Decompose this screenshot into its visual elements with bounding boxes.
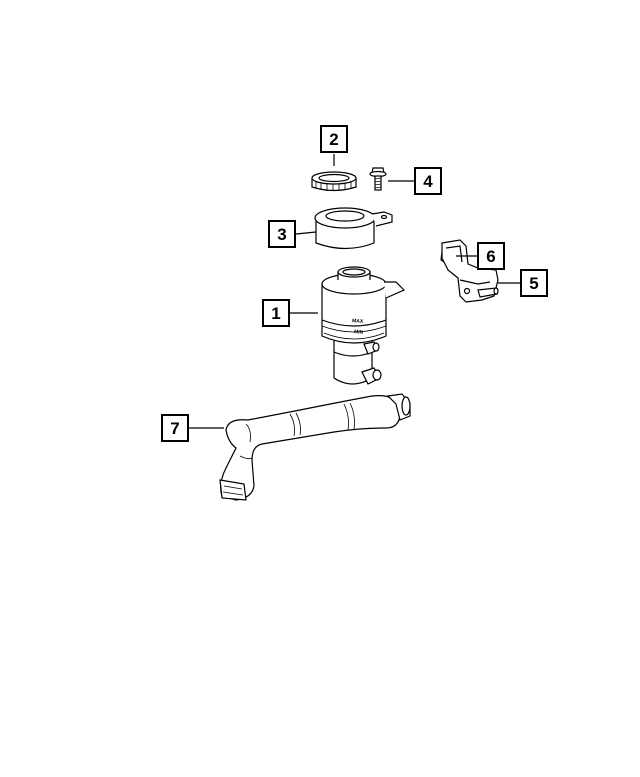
callout-2: 2 — [320, 125, 348, 153]
svg-text:2: 2 — [329, 130, 338, 149]
fluid-reservoir — [321, 266, 406, 385]
callout-6: 6 — [477, 242, 505, 270]
svg-text:6: 6 — [486, 247, 495, 266]
callout-1: 1 — [262, 299, 290, 327]
svg-text:3: 3 — [277, 225, 286, 244]
svg-text:7: 7 — [170, 419, 179, 438]
bolt — [369, 167, 387, 191]
reservoir-cap — [311, 171, 357, 192]
min-level-mark: MIN — [354, 329, 364, 336]
leader-lines — [188, 154, 520, 429]
callout-3: 3 — [268, 220, 296, 248]
svg-text:4: 4 — [423, 172, 433, 191]
max-level-mark: MAX — [352, 318, 364, 325]
svg-text:5: 5 — [529, 274, 538, 293]
svg-text:1: 1 — [271, 304, 280, 323]
reservoir-lid — [314, 207, 393, 250]
callout-7: 7 — [161, 414, 189, 442]
callout-5: 5 — [520, 269, 548, 297]
fluid-hose — [219, 393, 411, 501]
callout-4: 4 — [414, 167, 442, 195]
